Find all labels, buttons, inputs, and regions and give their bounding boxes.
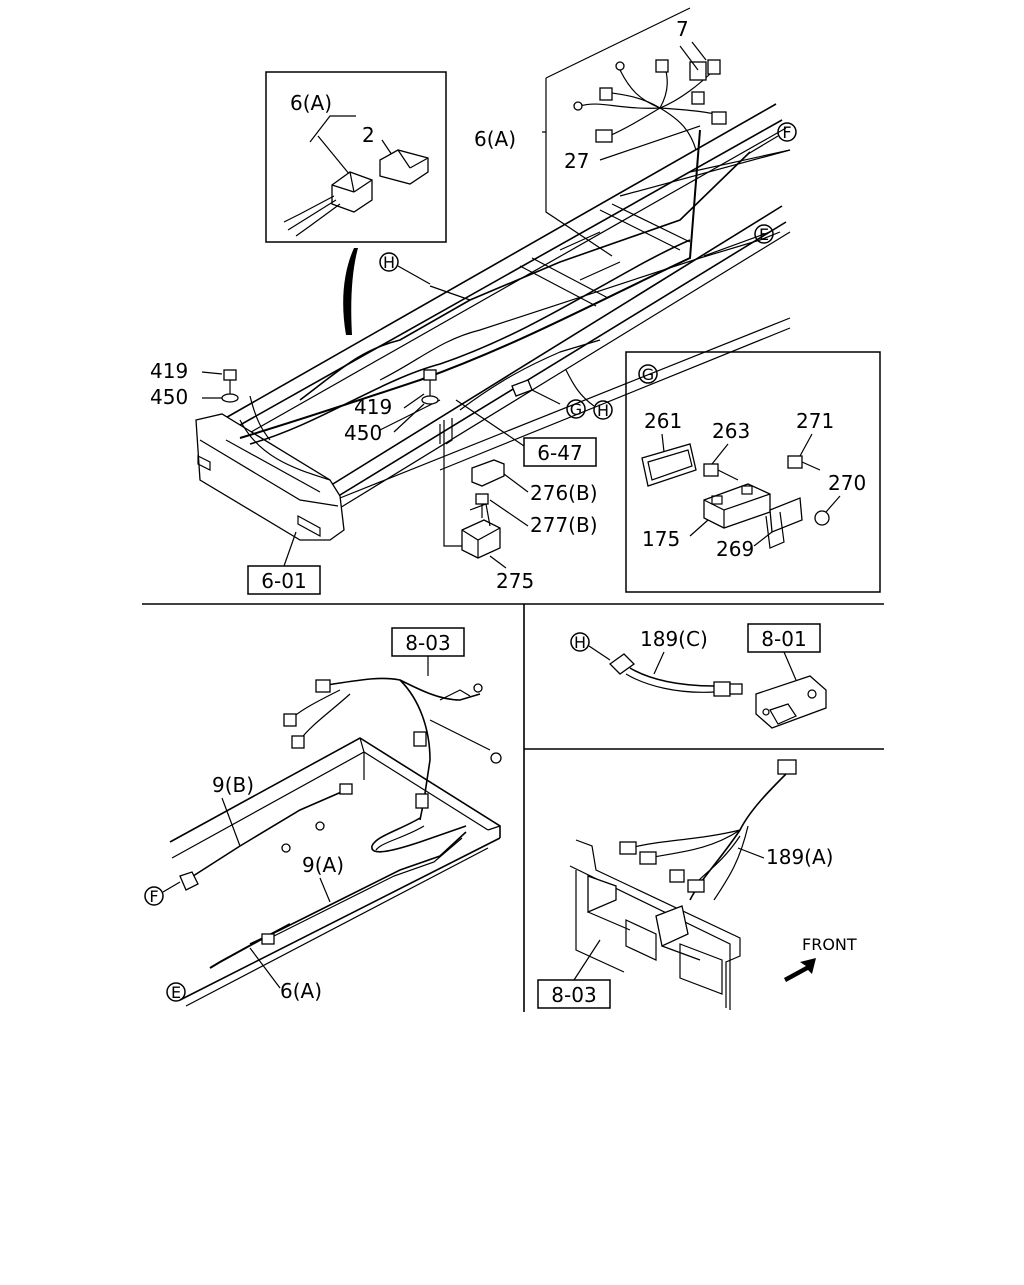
callout-h-right[interactable]: H (570, 632, 590, 652)
detail-g: G (625, 351, 881, 593)
panel-dividers (142, 603, 884, 1012)
label-276b: 276(B) (530, 481, 598, 505)
bolt-419-b (421, 369, 439, 405)
connector-g (511, 379, 561, 405)
part-263 (703, 463, 739, 481)
lower-right-bottom-view: 189(A) 8-03 FRONT (537, 759, 857, 1010)
inset-detail: 6(A) 2 (265, 71, 447, 243)
bolt-277b (475, 493, 489, 518)
callout-f[interactable]: F (777, 122, 797, 142)
bolt-419-a (221, 369, 239, 403)
harness-top-branch (573, 59, 727, 151)
part-175 (703, 483, 771, 529)
label-189c: 189(C) (640, 627, 708, 651)
svg-text:G: G (642, 365, 654, 384)
svg-text:F: F (782, 123, 791, 142)
label-269: 269 (716, 537, 754, 561)
inset-label-harness: 6(A) (290, 91, 332, 115)
label-277b: 277(B) (530, 513, 598, 537)
reference-8-03-right-text: 8-03 (551, 983, 596, 1007)
reference-8-01-text: 8-01 (761, 627, 806, 651)
detail-g-callout[interactable]: G (638, 364, 658, 384)
label-450-a: 450 (150, 385, 188, 409)
svg-text:E: E (171, 983, 181, 1002)
connector-male (379, 149, 429, 185)
part-270 (814, 510, 830, 526)
label-419-b: 419 (354, 395, 392, 419)
svg-text:H: H (383, 253, 395, 272)
label-175: 175 (642, 527, 680, 551)
label-6a: 6(A) (474, 127, 516, 151)
reference-8-01[interactable]: 8-01 (747, 623, 821, 653)
label-261: 261 (644, 409, 682, 433)
callout-h-upper[interactable]: H (379, 252, 399, 272)
label-6a-lower: 6(A) (280, 979, 322, 1003)
part-261 (641, 443, 697, 487)
label-27: 27 (564, 149, 589, 173)
part-271 (787, 455, 821, 471)
callout-e-lower[interactable]: E (166, 982, 186, 1002)
cover-276b (471, 459, 505, 487)
callout-h-lower[interactable]: H (593, 400, 613, 420)
label-9b: 9(B) (212, 773, 254, 797)
lower-left-view: 8-03 9(B) 9(A) 6(A) F E (144, 627, 502, 1007)
label-9a: 9(A) (302, 853, 344, 877)
svg-text:F: F (149, 887, 158, 906)
reference-8-03-left-text: 8-03 (405, 631, 450, 655)
lower-right-top-view: H 189(C) 8-01 (570, 623, 827, 729)
callout-g[interactable]: G (566, 399, 586, 419)
inset-pointer (343, 248, 358, 335)
label-263: 263 (712, 419, 750, 443)
front-arrow-icon (784, 958, 816, 982)
svg-text:G: G (570, 400, 582, 419)
label-7: 7 (676, 17, 689, 41)
reference-6-01-text: 6-01 (261, 569, 306, 593)
side-marker-lamp (755, 675, 827, 729)
bracket-275 (439, 418, 501, 559)
svg-text:H: H (574, 633, 586, 652)
reference-6-47-text: 6-47 (537, 441, 582, 465)
callout-e[interactable]: E (754, 224, 774, 244)
relay-bracket (569, 839, 741, 1010)
main-harness (239, 129, 781, 481)
reference-6-01[interactable]: 6-01 (247, 565, 321, 595)
reference-8-03-right[interactable]: 8-03 (537, 979, 611, 1009)
reference-6-47[interactable]: 6-47 (523, 437, 597, 467)
part-269 (765, 497, 803, 549)
label-270: 270 (828, 471, 866, 495)
chassis-frame (221, 103, 791, 515)
connector-female (331, 171, 373, 213)
label-450-b: 450 (344, 421, 382, 445)
svg-text:E: E (759, 225, 769, 244)
inset-label-connector: 2 (362, 123, 375, 147)
svg-text:H: H (597, 401, 609, 420)
front-bumper (195, 413, 345, 541)
front-label: FRONT (802, 935, 857, 954)
reference-8-03-left[interactable]: 8-03 (391, 627, 465, 657)
label-275: 275 (496, 569, 534, 593)
main-view: 6(A) 2 (150, 7, 881, 595)
label-271: 271 (796, 409, 834, 433)
label-189a: 189(A) (766, 845, 833, 869)
callout-f-lower[interactable]: F (144, 886, 164, 906)
label-419-a: 419 (150, 359, 188, 383)
